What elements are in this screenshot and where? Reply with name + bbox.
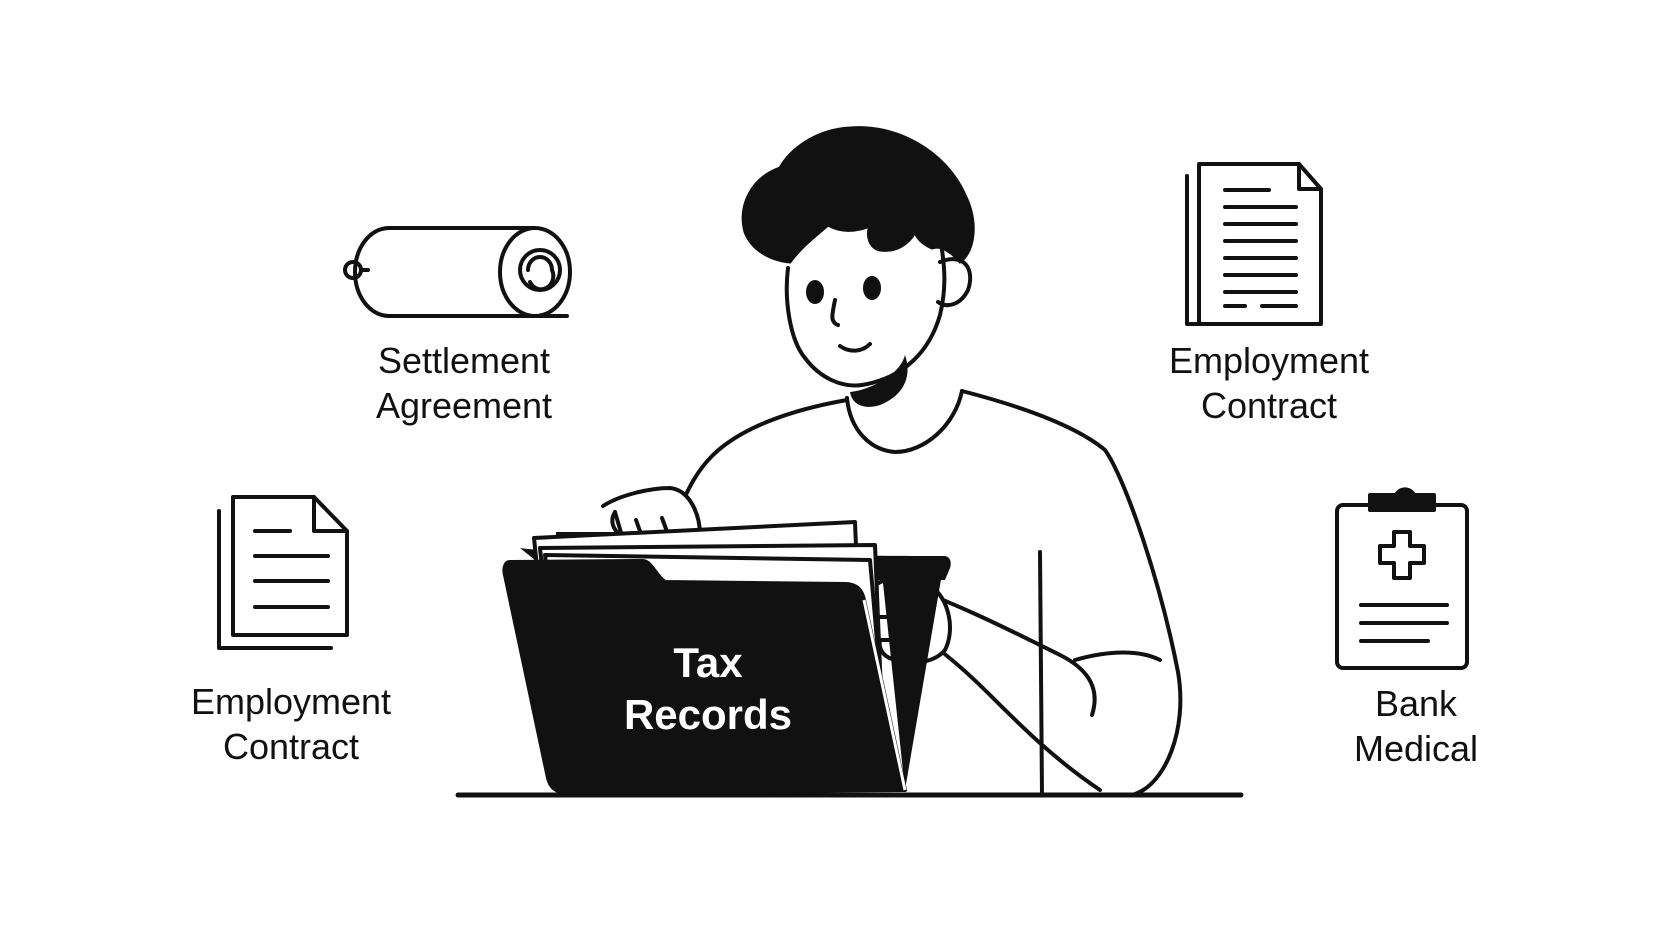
label-employment-contract-left: Employment Contract — [161, 679, 421, 769]
label-line: Contract — [222, 726, 360, 767]
label-line: Settlement — [377, 340, 551, 381]
hair — [741, 126, 975, 264]
label-line: Employment — [190, 681, 392, 722]
document-icon — [217, 495, 349, 650]
label-settlement-agreement: Settlement Agreement — [344, 338, 584, 428]
folder-label-line: Records — [623, 691, 793, 738]
tax-records-folder — [502, 520, 951, 794]
label-line: Agreement — [375, 385, 553, 426]
document-icon — [1185, 162, 1323, 326]
scroll-icon — [343, 226, 572, 318]
label-employment-contract-right: Employment Contract — [1139, 338, 1399, 428]
neck-shadow — [850, 355, 908, 407]
medical-clipboard-icon — [1335, 487, 1469, 670]
label-bank-medical: Bank Medical — [1321, 681, 1511, 771]
label-line: Contract — [1200, 385, 1338, 426]
folder-label-line: Tax — [673, 639, 743, 686]
label-line: Medical — [1353, 728, 1479, 769]
label-line: Employment — [1168, 340, 1370, 381]
folder-label: Tax Records — [598, 637, 818, 741]
label-line: Bank — [1374, 683, 1458, 724]
